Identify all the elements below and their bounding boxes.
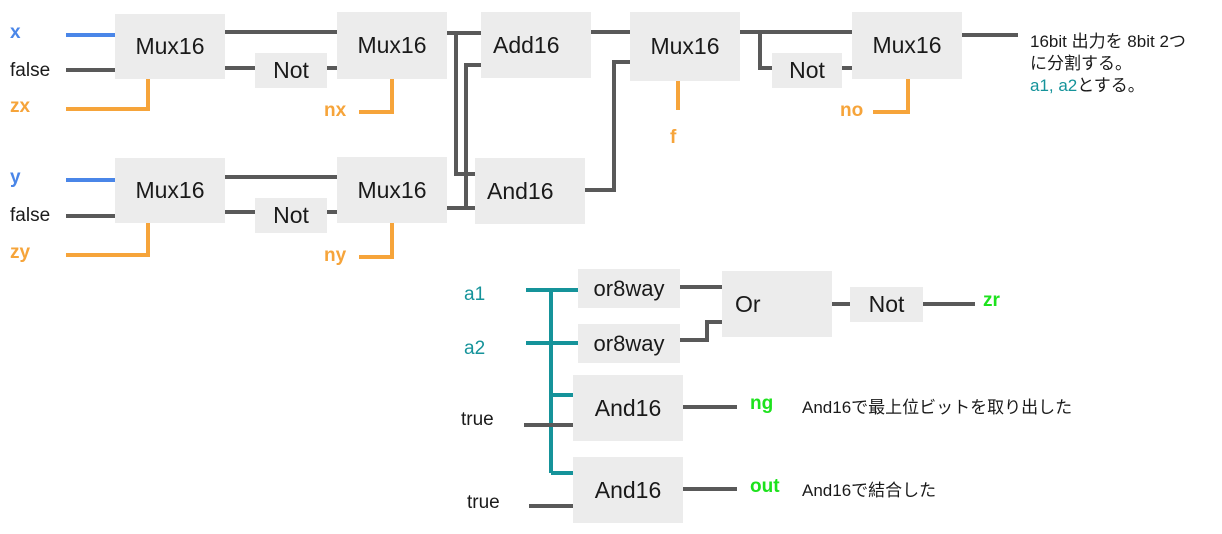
mux16-zx-gate: Mux16 <box>115 14 225 79</box>
input-x-label: x <box>10 22 21 43</box>
input-a1-label: a1 <box>464 284 486 305</box>
input-true-1-label: true <box>461 409 494 430</box>
split-note-line2: に分割する。 <box>1030 54 1132 73</box>
or8way-a1-gate: or8way <box>578 269 680 308</box>
input-false-1-label: false <box>10 60 51 81</box>
ng-note: And16で最上位ビットを取り出した <box>802 398 1073 417</box>
and16-out-gate: And16 <box>573 457 683 523</box>
control-no-label: no <box>840 100 864 121</box>
split-note-line3: a1, a2とする。 <box>1030 75 1186 97</box>
or8way-a2-gate: or8way <box>578 324 680 363</box>
input-y-label: y <box>10 167 21 188</box>
out-note: And16で結合した <box>802 481 937 500</box>
wire-ny <box>359 223 394 259</box>
wire-nx <box>359 78 394 114</box>
or-gate: Or <box>722 271 832 337</box>
wire-zy <box>66 223 150 257</box>
wire-muxnx-and <box>454 33 475 176</box>
split-note-line1: 16bit 出力を 8bit 2つ <box>1030 32 1186 51</box>
mux16-ny-gate: Mux16 <box>337 157 447 223</box>
not-zr-gate: Not <box>850 287 923 322</box>
input-zx-label: zx <box>10 96 31 117</box>
wire-no <box>873 78 910 114</box>
input-a2-label: a2 <box>464 338 486 359</box>
split-note-a1a2: a1, a2 <box>1030 76 1078 95</box>
mux16-zy-gate: Mux16 <box>115 158 225 223</box>
control-nx-label: nx <box>324 100 347 121</box>
wire-muxny-add <box>464 63 481 208</box>
control-ny-label: ny <box>324 245 347 266</box>
mux16-no-gate: Mux16 <box>852 12 962 79</box>
not-nx-gate: Not <box>255 53 327 88</box>
add16-gate: Add16 <box>481 12 591 78</box>
wire-zx <box>66 78 150 111</box>
and16-gate: And16 <box>475 158 585 224</box>
wire-muxf-notout <box>758 32 772 70</box>
input-false-2-label: false <box>10 205 51 226</box>
input-zy-label: zy <box>10 242 31 263</box>
control-f-label: f <box>670 127 677 148</box>
output-zr-label: zr <box>983 290 1000 311</box>
wire-or8way2-or <box>680 320 722 342</box>
and16-ng-gate: And16 <box>573 375 683 441</box>
output-ng-label: ng <box>750 393 774 414</box>
split-note-rest: とする。 <box>1077 76 1145 95</box>
input-true-2-label: true <box>467 492 500 513</box>
not-no-gate: Not <box>772 53 842 88</box>
wire-and-muxf <box>585 60 630 192</box>
split-note: 16bit 出力を 8bit 2つ に分割する。 a1, a2とする。 <box>1030 31 1186 97</box>
not-ny-gate: Not <box>255 198 327 233</box>
mux16-f-gate: Mux16 <box>630 12 740 81</box>
output-out-label: out <box>750 476 780 497</box>
mux16-nx-gate: Mux16 <box>337 12 447 79</box>
